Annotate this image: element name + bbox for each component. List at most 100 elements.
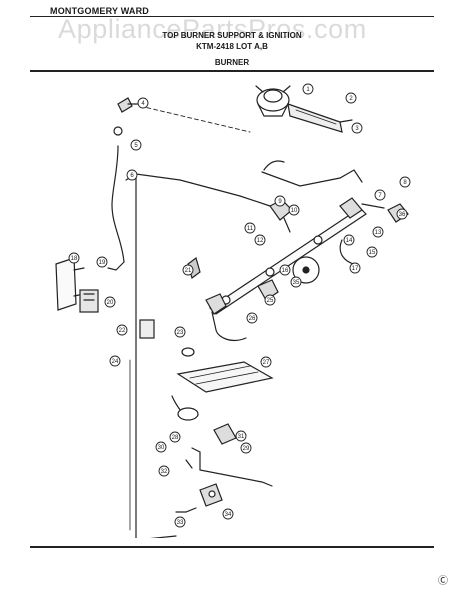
svg-text:21: 21 xyxy=(185,268,192,274)
svg-text:26: 26 xyxy=(249,316,256,322)
callout-6: 6 xyxy=(126,169,138,181)
callout-3: 3 xyxy=(351,122,363,134)
svg-text:28: 28 xyxy=(172,435,179,441)
vertical-supply-line xyxy=(135,173,177,538)
callout-35: 35 xyxy=(290,276,302,288)
svg-text:15: 15 xyxy=(369,250,376,256)
burner-head xyxy=(255,85,291,117)
svg-text:5: 5 xyxy=(134,143,138,149)
callout-22: 22 xyxy=(116,324,128,336)
svg-text:4: 4 xyxy=(141,101,145,107)
spark-electrode xyxy=(117,97,141,113)
svg-text:29: 29 xyxy=(243,446,250,452)
callout-36: 36 xyxy=(396,208,408,220)
callout-33: 33 xyxy=(174,516,186,528)
svg-text:23: 23 xyxy=(177,330,184,336)
svg-text:20: 20 xyxy=(107,300,114,306)
ignition-module xyxy=(79,289,99,313)
svg-text:2: 2 xyxy=(349,96,353,102)
svg-text:8: 8 xyxy=(403,180,407,186)
valve-lower-mid xyxy=(257,279,279,301)
callout-28: 28 xyxy=(169,431,181,443)
callout-7: 7 xyxy=(374,189,386,201)
callout-14: 14 xyxy=(343,234,355,246)
svg-text:16: 16 xyxy=(282,268,289,274)
svg-text:13: 13 xyxy=(375,230,382,236)
watermark: AppliancePartsPros.com xyxy=(58,14,367,44)
pressure-regulator xyxy=(199,483,223,507)
svg-text:17: 17 xyxy=(352,266,359,272)
copyright-mark: Ⓒ xyxy=(438,576,448,587)
svg-text:19: 19 xyxy=(99,260,106,266)
callout-1: 1 xyxy=(302,83,314,95)
burner-tube xyxy=(287,103,353,133)
callout-23: 23 xyxy=(174,326,186,338)
svg-text:34: 34 xyxy=(225,512,232,518)
svg-text:27: 27 xyxy=(263,360,270,366)
svg-text:31: 31 xyxy=(238,434,245,440)
callout-18: 18 xyxy=(68,252,80,264)
callout-34: 34 xyxy=(222,508,234,520)
igniter-lower xyxy=(177,407,199,421)
svg-text:35: 35 xyxy=(293,280,300,286)
manifold-bar xyxy=(209,207,367,315)
svg-text:32: 32 xyxy=(161,469,168,475)
svg-text:33: 33 xyxy=(177,520,184,526)
svg-text:10: 10 xyxy=(291,208,298,214)
callout-13: 13 xyxy=(372,226,384,238)
callout-26: 26 xyxy=(246,312,258,324)
exploded-parts-diagram: 1 2 3 4 5 6 7 8 9 10 11 12 13 14 15 16 1… xyxy=(55,83,411,538)
gas-tube-left xyxy=(111,145,125,263)
svg-text:14: 14 xyxy=(346,238,353,244)
callout-21: 21 xyxy=(182,264,194,276)
callout-29: 29 xyxy=(240,442,252,454)
svg-text:12: 12 xyxy=(257,238,264,244)
callout-27: 27 xyxy=(260,356,272,368)
nut xyxy=(113,126,123,136)
lower-supply-tube xyxy=(191,447,273,487)
header-top-rule xyxy=(30,16,434,17)
guide-line-dashed xyxy=(139,105,251,133)
brand-label: MONTGOMERY WARD xyxy=(50,6,149,16)
callout-24: 24 xyxy=(109,355,121,367)
callout-16: 16 xyxy=(279,264,291,276)
callout-12: 12 xyxy=(254,234,266,246)
valve-bottom xyxy=(213,423,237,445)
wire-loop xyxy=(339,239,355,265)
svg-text:18: 18 xyxy=(71,256,78,262)
section-title: BURNER xyxy=(214,58,250,67)
svg-text:36: 36 xyxy=(399,212,406,218)
svg-text:1: 1 xyxy=(306,87,310,93)
heat-shield xyxy=(176,361,274,393)
callout-15: 15 xyxy=(366,246,378,258)
svg-text:22: 22 xyxy=(119,328,126,334)
svg-text:6: 6 xyxy=(130,173,134,179)
svg-text:9: 9 xyxy=(278,199,282,205)
svg-text:24: 24 xyxy=(112,359,119,365)
callout-17: 17 xyxy=(349,262,361,274)
burner-cap-disk xyxy=(292,256,320,284)
grommet xyxy=(181,347,195,357)
svg-text:30: 30 xyxy=(158,445,165,451)
callout-9: 9 xyxy=(274,195,286,207)
valve-right xyxy=(339,197,385,219)
callout-20: 20 xyxy=(104,296,116,308)
valve-lower-left xyxy=(205,293,247,342)
svg-text:3: 3 xyxy=(355,126,359,132)
callout-25: 25 xyxy=(264,294,276,306)
callout-32: 32 xyxy=(158,465,170,477)
model-number: KTM-2418 LOT A,B xyxy=(196,42,268,51)
callout-31: 31 xyxy=(235,430,247,442)
callout-8: 8 xyxy=(399,176,411,188)
callout-2: 2 xyxy=(345,92,357,104)
callout-5: 5 xyxy=(130,139,142,151)
callout-19: 19 xyxy=(96,256,108,268)
callout-4: 4 xyxy=(137,97,149,109)
manifold-tube xyxy=(125,173,271,207)
callout-10: 10 xyxy=(288,204,300,216)
footer-rule xyxy=(30,546,434,548)
diagram-title: TOP BURNER SUPPORT & IGNITION xyxy=(162,31,302,40)
svg-text:11: 11 xyxy=(247,226,254,232)
callout-30: 30 xyxy=(155,441,167,453)
connector-block xyxy=(139,319,155,339)
